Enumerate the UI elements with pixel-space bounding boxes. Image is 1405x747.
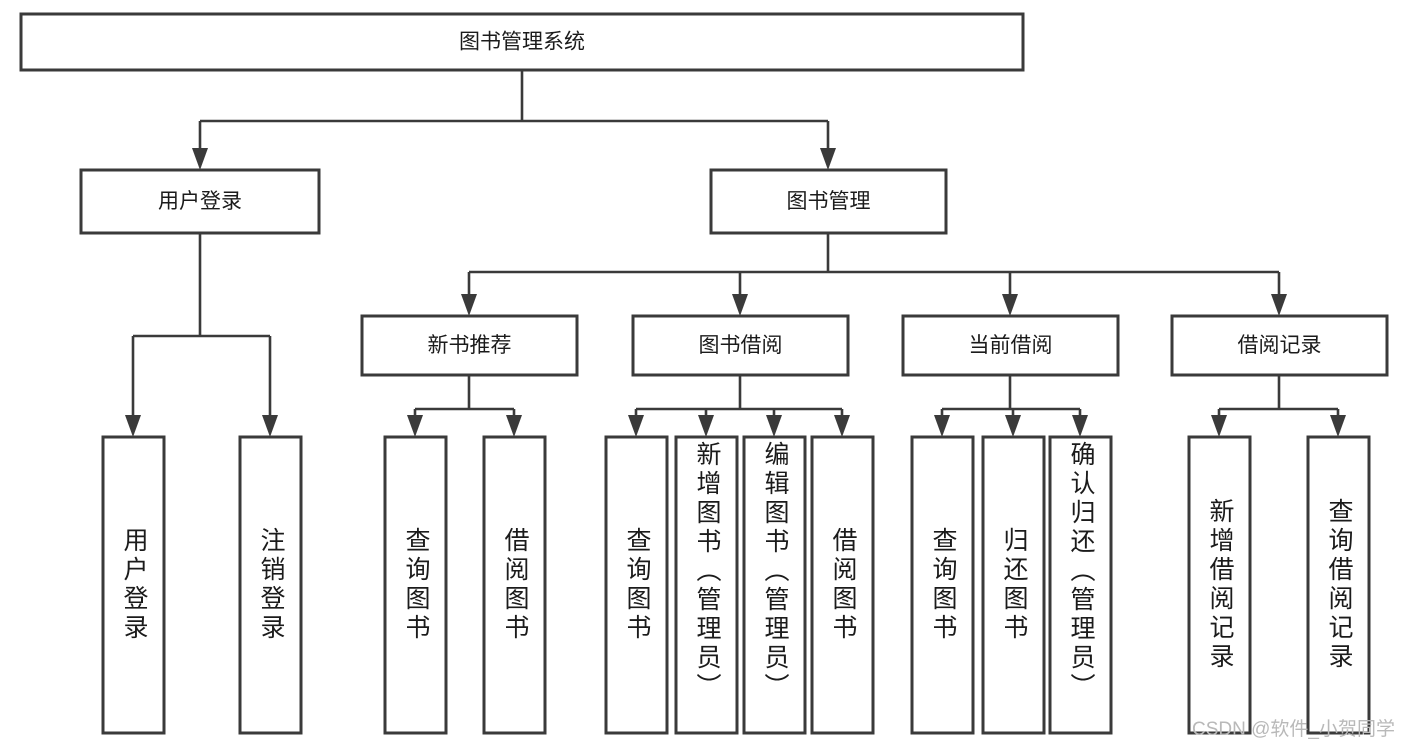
node-leaf-add-record-box[interactable] (1187, 435, 1252, 735)
node-leaf-user-login-box[interactable] (101, 435, 166, 735)
node-current-borrow-box[interactable] (901, 314, 1120, 377)
arrowhead (1211, 415, 1227, 437)
node-leaf-logout-box[interactable] (238, 435, 303, 735)
node-book-manage-box[interactable] (709, 168, 948, 235)
root-node-label: 图书管理系统 (459, 31, 585, 54)
arrowhead (934, 415, 950, 437)
node-leaf-return-book-box[interactable] (981, 435, 1046, 735)
arrowhead (628, 415, 644, 437)
node-box-layer (19, 12, 1389, 735)
arrowhead (506, 415, 522, 437)
node-user-login-label: 用户登录 (158, 190, 242, 213)
arrowhead (1271, 294, 1287, 316)
node-borrow-record-label: 借阅记录 (1238, 334, 1322, 357)
node-leaf-edit-book-box[interactable] (742, 435, 807, 735)
node-new-book-rec-label: 新书推荐 (428, 334, 512, 357)
root-node-box[interactable] (19, 12, 1025, 72)
arrowhead (1330, 415, 1346, 437)
arrowhead (407, 415, 423, 437)
node-leaf-borrow-book-1-box[interactable] (482, 435, 547, 735)
node-book-manage-label: 图书管理 (787, 190, 871, 213)
arrowhead (1002, 294, 1018, 316)
node-current-borrow-label: 当前借阅 (969, 334, 1053, 357)
arrowhead (1072, 415, 1088, 437)
node-new-book-rec-box[interactable] (360, 314, 579, 377)
node-user-login-box[interactable] (79, 168, 321, 235)
arrowhead (732, 294, 748, 316)
node-leaf-query-record-box[interactable] (1306, 435, 1371, 735)
arrowhead (834, 415, 850, 437)
node-leaf-query-book-1-box[interactable] (383, 435, 448, 735)
node-leaf-add-book-box[interactable] (674, 435, 739, 735)
arrowhead (698, 415, 714, 437)
node-leaf-confirm-return-box[interactable] (1048, 435, 1113, 735)
node-leaf-query-book-3-box[interactable] (910, 435, 975, 735)
node-leaf-borrow-book-2-box[interactable] (810, 435, 875, 735)
node-book-borrow-box[interactable] (631, 314, 850, 377)
connector-layer (125, 70, 1346, 437)
node-leaf-query-book-2-box[interactable] (604, 435, 669, 735)
arrowhead (766, 415, 782, 437)
arrowhead (192, 148, 208, 170)
arrowhead (461, 294, 477, 316)
arrowhead (125, 415, 141, 437)
node-book-borrow-label: 图书借阅 (699, 334, 783, 357)
arrowhead (820, 148, 836, 170)
arrowhead (262, 415, 278, 437)
node-borrow-record-box[interactable] (1170, 314, 1389, 377)
arrowhead (1005, 415, 1021, 437)
